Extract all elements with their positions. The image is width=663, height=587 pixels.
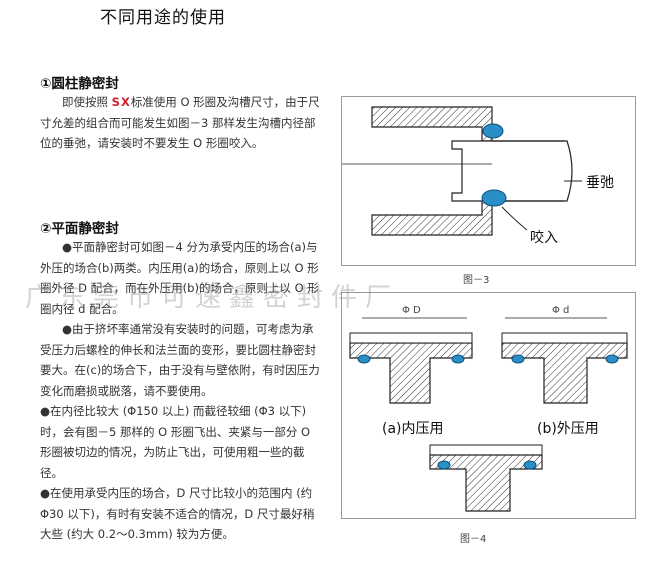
brand-mark: SX xyxy=(111,95,131,109)
label-sag: 垂弛 xyxy=(586,175,614,191)
figure4-box: Φ D Φ d (a)内压用 (b)外压用 xyxy=(341,292,636,519)
figure3-diagram xyxy=(342,106,582,236)
section1-text: 即使按照 SX标准使用 O 形圈及沟槽尺寸，由于尺寸允差的组合而可能发生如图－3… xyxy=(40,92,320,154)
section2-para1: ●平面静密封可如图－4 分为承受内压的场合(a)与外压的场合(b)两类。内压用(… xyxy=(40,237,320,319)
figure4-caption: 图－4 xyxy=(460,534,487,545)
figure4-diagram xyxy=(349,317,628,512)
section1-rest: 寸，由于尺寸允差的组合而可能发生如图－3 那样发生沟槽内径部位的垂弛，请安装时不… xyxy=(40,95,320,150)
section2-para4: ●在使用承受内压的场合，D 尺寸比较小的范围内 (约 Φ30 以下)，有时有安装… xyxy=(40,483,320,545)
label-bite: 咬入 xyxy=(530,230,558,246)
section1-heading: ①圆柱静密封 xyxy=(40,76,119,92)
section2-para1-text: ●平面静密封可如图－4 分为承受内压的场合(a)与外压的场合(b)两类。内压用(… xyxy=(40,240,319,316)
section2-para4-text: ●在使用承受内压的场合，D 尺寸比较小的范围内 (约 Φ30 以下)，有时有安装… xyxy=(40,486,315,541)
section2-para3-text: ●在内径比较大 (Φ150 以上) 而截径较细 (Φ3 以下)时，会有图－5 那… xyxy=(40,404,311,480)
section2-para2: ●由于挤坏率通常没有安装时的问题，可考虑为承受压力后螺栓的伸长和法兰面的变形，要… xyxy=(40,319,320,401)
label-a: (a)内压用 xyxy=(382,421,444,437)
section2-heading: ②平面静密封 xyxy=(40,221,119,237)
oring-bottom xyxy=(481,189,507,207)
section2-para3: ●在内径比较大 (Φ150 以上) 而截径较细 (Φ3 以下)时，会有图－5 那… xyxy=(40,401,320,483)
section1-line1-pre: 即使按照 xyxy=(62,95,108,109)
section2-para2-text: ●由于挤坏率通常没有安装时的问题，可考虑为承受压力后螺栓的伸长和法兰面的变形，要… xyxy=(40,322,320,398)
label-b: (b)外压用 xyxy=(537,421,599,437)
page-title: 不同用途的使用 xyxy=(100,8,226,28)
dim-d: Φ d xyxy=(552,305,570,316)
figure3-box: 垂弛 咬入 xyxy=(341,96,636,266)
figure3-caption: 图－3 xyxy=(463,275,490,286)
section2-text: ●平面静密封可如图－4 分为承受内压的场合(a)与外压的场合(b)两类。内压用(… xyxy=(40,237,320,545)
section1-line1-post: 标准使用 O 形圈及沟槽尺 xyxy=(130,95,263,109)
oring-top xyxy=(482,123,504,139)
dim-D: Φ D xyxy=(402,305,421,316)
watermark-text: 广东莞市可速鑫密封件厂 xyxy=(25,283,400,313)
